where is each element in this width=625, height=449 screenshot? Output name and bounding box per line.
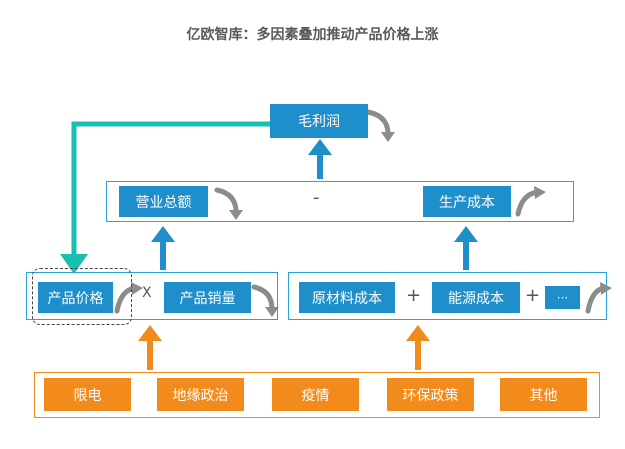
factor-other: 其他: [500, 378, 587, 411]
feedback-line: [71, 121, 270, 258]
energy-cost-box: 能源成本: [432, 282, 520, 313]
trend-down-arrow-product-sales: [251, 284, 275, 312]
feedback-arrowhead: [60, 254, 88, 274]
more-cost-box: ···: [545, 286, 580, 309]
product-price-box: 产品价格: [38, 282, 113, 313]
raw-material-cost-box: 原材料成本: [299, 282, 395, 313]
product-sales-box: 产品销量: [164, 282, 251, 313]
factor-power-limit: 限电: [44, 378, 131, 411]
gross-profit-box: 毛利润: [270, 104, 368, 138]
factor-geopolitics: 地缘政治: [157, 378, 244, 411]
factor-environmental-policy: 环保政策: [387, 378, 474, 411]
plus-operator-1: +: [406, 285, 422, 306]
minus-operator: -: [313, 187, 320, 208]
times-operator: X: [142, 285, 152, 301]
factor-epidemic: 疫情: [272, 378, 359, 411]
price-highlight-dashed: [32, 268, 132, 325]
revenue-box: 营业总额: [119, 186, 208, 217]
plus-operator-2: +: [525, 285, 541, 306]
production-cost-box: 生产成本: [423, 186, 511, 217]
trend-down-arrow-gross-profit: [365, 109, 391, 137]
trend-down-arrow-revenue: [214, 187, 239, 215]
diagram-title: 亿欧智库：多因素叠加推动产品价格上涨: [186, 27, 439, 43]
